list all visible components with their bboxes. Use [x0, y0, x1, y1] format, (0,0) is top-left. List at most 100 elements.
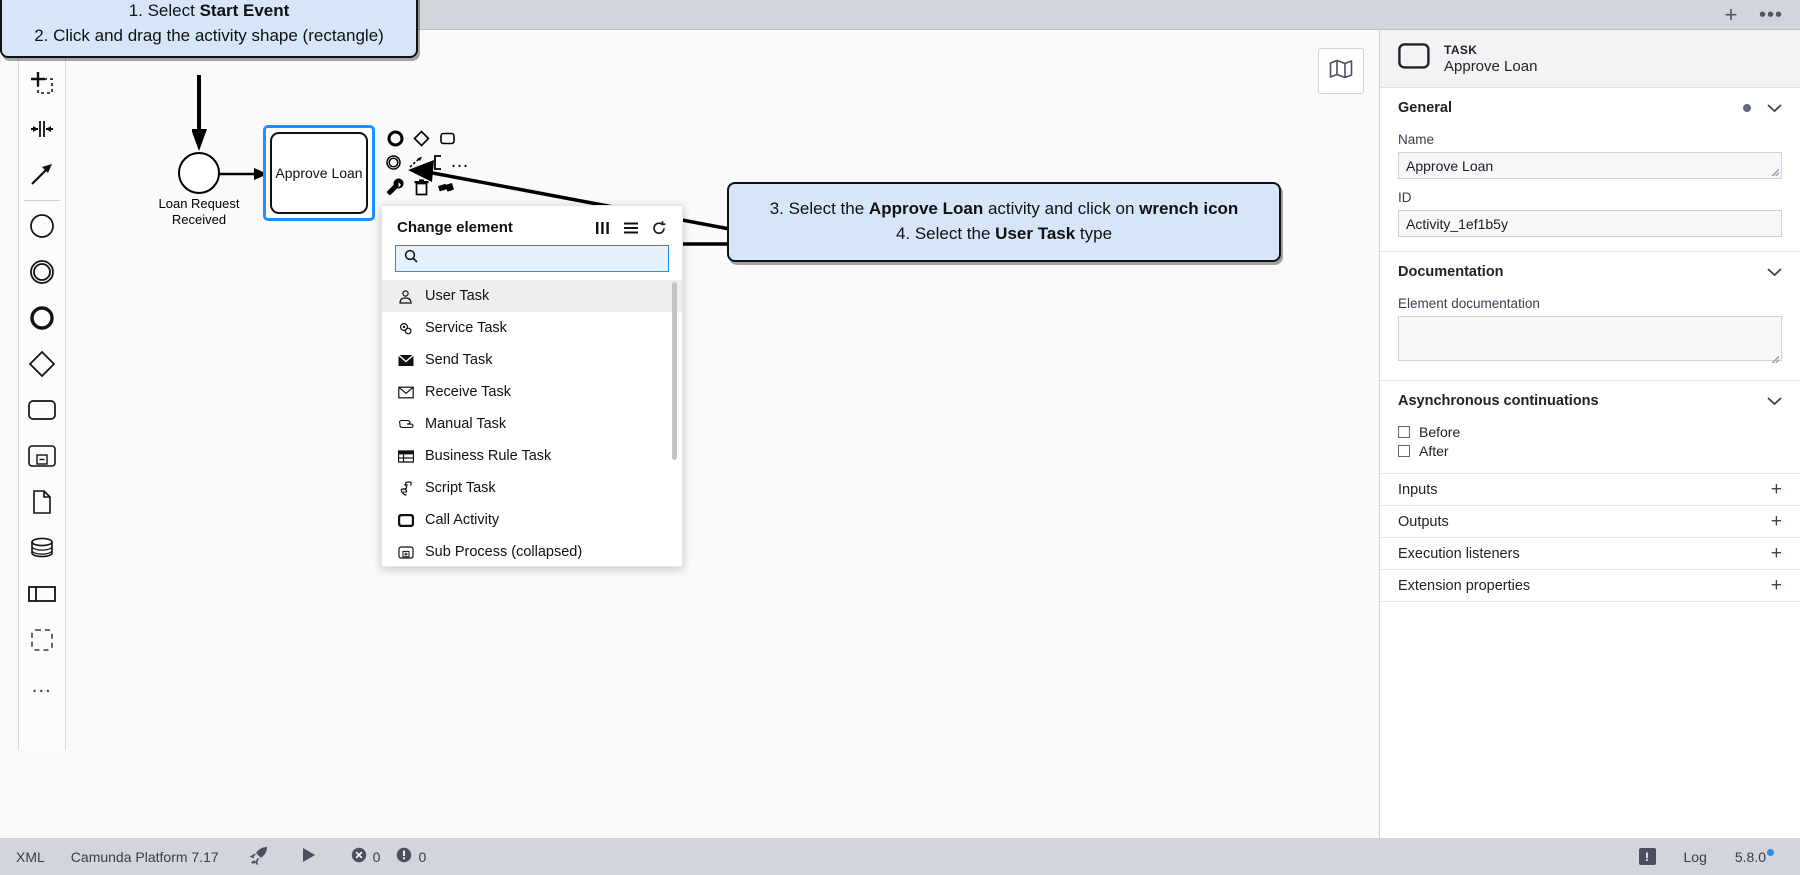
intermediate-event-icon[interactable]	[19, 249, 65, 295]
properties-group-inputs[interactable]: Inputs +	[1380, 474, 1800, 506]
start-event-label: Loan Request Received	[140, 196, 258, 229]
sequence-flow-connection[interactable]	[218, 166, 270, 184]
change-element-item-send-task[interactable]: Send Task	[382, 344, 682, 376]
properties-group-extension-properties[interactable]: Extension properties +	[1380, 570, 1800, 602]
connect-tool-icon[interactable]	[19, 152, 65, 198]
name-input[interactable]	[1398, 152, 1782, 179]
minimap-toggle-button[interactable]	[1318, 48, 1364, 94]
engine-version-button[interactable]: Camunda Platform 7.17	[71, 849, 219, 865]
properties-group-async-header[interactable]: Asynchronous continuations	[1398, 381, 1782, 421]
properties-panel[interactable]: TASK Approve Loan General Name ID	[1379, 30, 1800, 838]
call-activity-icon	[397, 513, 414, 527]
bpmn-palette[interactable]: …	[18, 30, 66, 750]
send-task-icon	[397, 353, 414, 367]
change-element-popup-title: Change element	[397, 219, 513, 236]
callout-1-pointer-arrow	[192, 75, 207, 151]
version-label: 5.8.0	[1734, 848, 1766, 865]
callout-2-line-1-pre: 3. Select the	[769, 199, 869, 219]
change-element-item-business-rule-task[interactable]: Business Rule Task	[382, 440, 682, 472]
change-element-item-manual-task[interactable]: Manual Task	[382, 408, 682, 440]
add-output-button[interactable]: +	[1770, 511, 1782, 532]
approve-loan-task-selected[interactable]: Approve Loan	[263, 125, 375, 221]
id-input[interactable]	[1398, 210, 1782, 237]
change-element-list-scrollbar[interactable]	[672, 282, 677, 460]
palette-more-icon[interactable]: …	[30, 673, 54, 697]
participant-icon[interactable]	[19, 571, 65, 617]
task-icon[interactable]	[19, 387, 65, 433]
deploy-button[interactable]	[249, 845, 269, 868]
more-menu-button[interactable]: •••	[1758, 3, 1783, 26]
notification-icon[interactable]: !	[1638, 848, 1656, 865]
run-button[interactable]	[301, 847, 317, 866]
change-element-item-label: Receive Task	[425, 384, 511, 400]
callout-1-line-1-bold: Start Event	[199, 1, 290, 21]
start-event-icon[interactable]	[19, 203, 65, 249]
append-task-icon[interactable]	[437, 128, 457, 148]
set-color-icon[interactable]	[437, 177, 457, 197]
change-element-item-script-task[interactable]: Script Task	[382, 472, 682, 504]
update-available-dot-icon	[1767, 848, 1774, 856]
subprocess-collapsed-icon[interactable]	[19, 433, 65, 479]
end-event-icon[interactable]	[19, 295, 65, 341]
append-expand-icon[interactable]	[431, 152, 444, 172]
data-store-icon[interactable]	[19, 525, 65, 571]
chevron-down-icon[interactable]	[1767, 396, 1782, 406]
delete-icon[interactable]	[411, 177, 431, 197]
wrench-icon[interactable]	[385, 177, 405, 197]
change-element-search-input[interactable]	[425, 250, 660, 267]
reset-icon[interactable]	[652, 220, 667, 235]
approve-loan-task-label: Approve Loan	[270, 132, 368, 214]
new-tab-button[interactable]: +	[1724, 1, 1738, 27]
more-options-icon[interactable]: …	[450, 151, 470, 173]
properties-group-general-header[interactable]: General	[1398, 88, 1782, 128]
async-before-row[interactable]: Before	[1398, 424, 1782, 440]
platform-label: Camunda Platform 7.17	[70, 848, 219, 865]
properties-group-outputs[interactable]: Outputs +	[1380, 506, 1800, 538]
async-after-row[interactable]: After	[1398, 443, 1782, 459]
append-gateway-icon[interactable]	[411, 128, 431, 148]
log-button[interactable]: Log	[1683, 848, 1707, 865]
change-element-item-user-task[interactable]: User Task	[382, 280, 682, 312]
change-element-item-receive-task[interactable]: Receive Task	[382, 376, 682, 408]
change-element-item-sub-process-collapsed[interactable]: Sub Process (collapsed)	[382, 536, 682, 562]
warning-count-item[interactable]: 0	[396, 847, 426, 866]
play-icon	[301, 847, 317, 866]
change-element-list[interactable]: User Task Service Task Send Task Receive…	[382, 280, 682, 562]
xml-view-button[interactable]: XML	[16, 849, 45, 865]
properties-group-execution-listeners[interactable]: Execution listeners +	[1380, 538, 1800, 570]
async-before-checkbox[interactable]	[1398, 426, 1410, 438]
change-element-search-box[interactable]	[395, 245, 669, 272]
xml-label: XML	[16, 848, 45, 865]
columns-view-icon[interactable]	[596, 221, 611, 235]
chevron-down-icon[interactable]	[1767, 267, 1782, 277]
append-text-annotation-icon[interactable]	[408, 152, 425, 172]
change-element-item-service-task[interactable]: Service Task	[382, 312, 682, 344]
general-status-dot-icon	[1743, 104, 1751, 112]
add-input-button[interactable]: +	[1770, 479, 1782, 500]
space-tool-icon[interactable]	[19, 60, 65, 106]
properties-group-general-title: General	[1398, 100, 1452, 116]
start-event-shape[interactable]	[178, 152, 220, 194]
global-connect-tool-icon[interactable]	[19, 106, 65, 152]
group-icon[interactable]	[19, 617, 65, 663]
version-label-wrapper[interactable]: 5.8.0	[1735, 849, 1774, 865]
chevron-down-icon[interactable]	[1767, 103, 1782, 113]
diagram-canvas[interactable]: Loan Request Received Approve Loan	[0, 30, 1380, 838]
data-object-icon[interactable]	[19, 479, 65, 525]
canvas-surface[interactable]: Loan Request Received Approve Loan	[0, 30, 1380, 838]
append-intermediate-event-icon[interactable]	[385, 152, 402, 172]
change-element-popup[interactable]: Change element	[381, 205, 683, 567]
properties-group-documentation-header[interactable]: Documentation	[1398, 252, 1782, 292]
element-documentation-textarea[interactable]	[1398, 316, 1782, 361]
gateway-icon[interactable]	[19, 341, 65, 387]
status-bar: XML Camunda Platform 7.17 0	[0, 838, 1800, 875]
error-count-item[interactable]: 0	[351, 847, 380, 866]
add-execution-listener-button[interactable]: +	[1770, 543, 1782, 564]
append-end-event-icon[interactable]	[385, 128, 405, 148]
list-view-icon[interactable]	[624, 221, 639, 235]
change-element-item-call-activity[interactable]: Call Activity	[382, 504, 682, 536]
properties-group-async-continuations: Asynchronous continuations Before After	[1380, 381, 1800, 474]
async-after-checkbox[interactable]	[1398, 445, 1410, 457]
add-extension-property-button[interactable]: +	[1770, 575, 1782, 596]
